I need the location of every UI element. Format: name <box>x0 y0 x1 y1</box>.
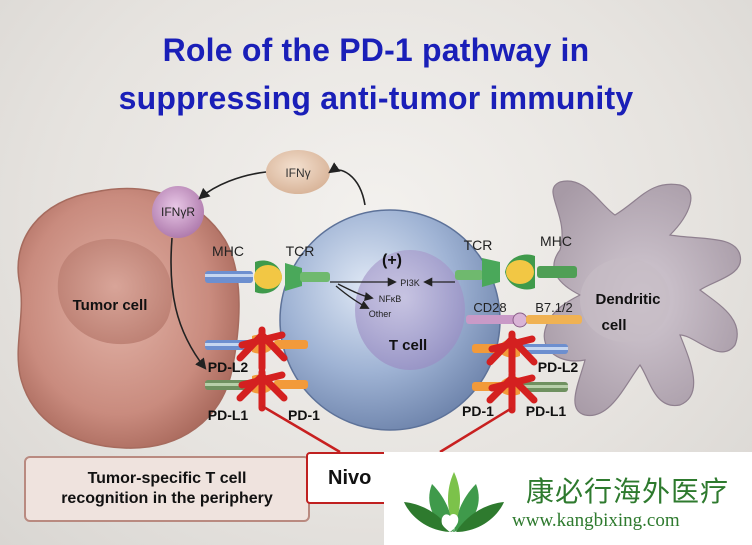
right-nivolumab-antibodies <box>486 330 538 414</box>
watermark-url: www.kangbixing.com <box>512 510 680 531</box>
b7-label: B7.1/2 <box>535 300 573 315</box>
tumor-cell <box>17 187 240 449</box>
dendritic-label-line2: cell <box>601 317 626 334</box>
pdl2-right-label: PD-L2 <box>538 359 579 375</box>
nfkb-label: NFκB <box>379 294 402 304</box>
tcell-plus-label: (+) <box>382 252 402 269</box>
dendritic-label-line1: Dendritic <box>595 291 660 308</box>
left-mhc-tcr-complex <box>205 260 330 294</box>
nivo-connector-left <box>261 404 341 454</box>
arrow-tcell-to-ifng <box>328 162 366 206</box>
arrow-signal-other <box>335 285 370 309</box>
dendritic-cell <box>543 180 742 416</box>
tcell-label: T cell <box>389 337 427 354</box>
lotus-logo <box>404 472 504 532</box>
tumor-cell-label: Tumor cell <box>73 297 148 314</box>
arrow-receptor-to-pdl <box>170 237 207 370</box>
watermark-banner: 康必行海外医疗 www.kangbixing.com <box>384 452 752 545</box>
caption-box: Tumor-specific T cell recognition in the… <box>24 456 310 522</box>
cd28-b7-complex <box>466 312 582 328</box>
pd1-right-label: PD-1 <box>462 403 494 419</box>
arrow-ifng-to-receptor <box>198 171 267 200</box>
pd1-left-label: PD-1 <box>288 407 320 423</box>
caption-line1: Tumor-specific T cell <box>87 470 247 487</box>
caption-line2: recognition in the periphery <box>61 490 273 507</box>
watermark-chinese-text: 康必行海外医疗 <box>526 475 730 508</box>
tcr-right-label: TCR <box>464 237 493 253</box>
nivo-connector-right <box>439 406 513 454</box>
ifng-bubble <box>266 150 330 194</box>
cd28-label: CD28 <box>473 300 506 315</box>
ifng-label: IFNγ <box>285 166 310 180</box>
pdl2-left-label: PD-L2 <box>208 359 249 375</box>
other-label: Other <box>369 309 392 319</box>
left-nivolumab-antibodies <box>236 326 288 412</box>
mhc-left-label: MHC <box>212 243 244 259</box>
ifngr-label: IFNγR <box>161 205 195 219</box>
pdl1-left-label: PD-L1 <box>208 407 249 423</box>
mhc-right-label: MHC <box>540 233 572 249</box>
arrow-signal-nfkb <box>337 283 374 302</box>
ifngr-bubble <box>152 186 204 238</box>
pdl1-right-label: PD-L1 <box>526 403 567 419</box>
right-tcr-mhc-complex <box>455 254 577 290</box>
slide-title-line2: suppressing anti-tumor immunity <box>118 80 634 116</box>
nivo-label: Nivo <box>328 466 372 489</box>
tcr-left-label: TCR <box>286 243 315 259</box>
pi3k-label: PI3K <box>400 278 420 288</box>
slide-title-line1: Role of the PD-1 pathway in <box>162 32 590 68</box>
